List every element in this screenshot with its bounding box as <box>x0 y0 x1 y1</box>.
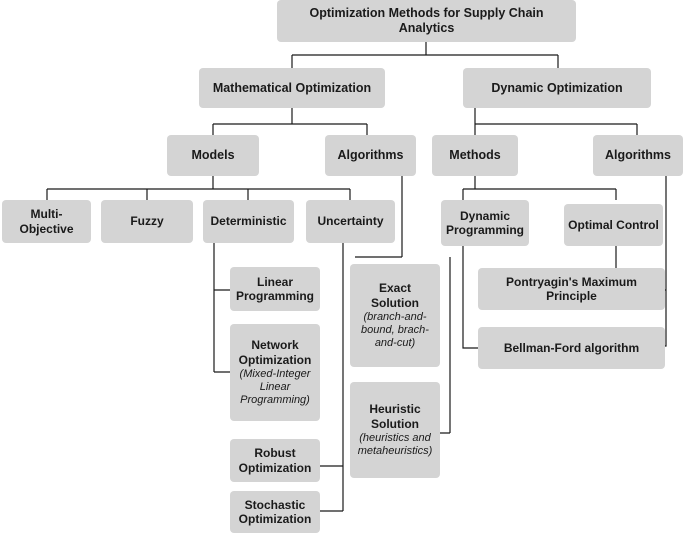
node-methods: Methods <box>432 135 518 176</box>
node-pontryagin-label: Pontryagin's Maximum Principle <box>506 274 637 303</box>
node-network-optimization-label: Network Optimization <box>238 338 312 367</box>
node-methods-label: Methods <box>449 148 501 163</box>
node-dynamic-optimization: Dynamic Optimization <box>463 68 651 108</box>
node-fuzzy: Fuzzy <box>101 200 193 243</box>
node-robust-optimization-label: Robust Optimization <box>238 446 312 475</box>
node-robust-optimization: Robust Optimization <box>230 439 320 482</box>
edge-dyn-algorithms-children <box>657 176 667 347</box>
node-bellman-ford-label: Bellman-Ford algorithm <box>503 340 640 355</box>
node-multi-objective: Multi-Objective <box>2 200 91 243</box>
node-root-label: Optimization Methods for Supply Chain An… <box>309 6 544 35</box>
node-bellman-ford: Bellman-Ford algorithm <box>478 327 665 369</box>
node-optimal-control: Optimal Control <box>564 204 663 246</box>
node-heuristic-solution-sub: (heuristics and metaheuristics) <box>357 431 433 457</box>
edge-dp-bellman <box>462 246 478 349</box>
node-network-optimization: Network Optimization (Mixed-Integer Line… <box>230 324 320 421</box>
node-linear-programming: Linear Programming <box>230 267 320 311</box>
node-dynamic-programming-label: Dynamic Programming <box>445 208 524 237</box>
node-uncertainty: Uncertainty <box>306 200 395 243</box>
node-exact-solution-sub: (branch-and-bound, brach-and-cut) <box>361 310 429 349</box>
edge-math-children <box>212 108 368 135</box>
node-stochastic-optimization: Stochastic Optimization <box>230 491 320 533</box>
node-stochastic-optimization-label: Stochastic Optimization <box>238 497 312 526</box>
node-dynamic-label: Dynamic Optimization <box>491 80 623 95</box>
edge-algorithms-solutions <box>355 176 451 434</box>
node-math-algorithms-label: Algorithms <box>337 148 404 163</box>
node-linear-programming-label: Linear Programming <box>235 274 314 303</box>
edge-root-branches <box>291 42 559 68</box>
node-heuristic-solution: Heuristic Solution (heuristics and metah… <box>350 382 440 478</box>
node-dyn-algorithms-label: Algorithms <box>605 148 671 163</box>
node-models-label: Models <box>191 148 235 163</box>
node-dyn-algorithms: Algorithms <box>593 135 683 176</box>
node-pontryagin: Pontryagin's Maximum Principle <box>478 268 665 310</box>
node-root: Optimization Methods for Supply Chain An… <box>277 0 576 42</box>
node-deterministic: Deterministic <box>203 200 294 243</box>
edge-dynamic-children <box>474 108 638 135</box>
node-dynamic-programming: Dynamic Programming <box>441 200 529 246</box>
node-fuzzy-label: Fuzzy <box>130 214 164 229</box>
node-mathematical-label: Mathematical Optimization <box>212 80 372 95</box>
node-math-algorithms: Algorithms <box>325 135 416 176</box>
node-heuristic-solution-label: Heuristic Solution <box>369 402 421 431</box>
node-models: Models <box>167 135 259 176</box>
node-multi-objective-label: Multi-Objective <box>19 207 74 236</box>
node-deterministic-label: Deterministic <box>210 214 287 229</box>
edge-deterministic-children <box>213 243 230 373</box>
node-uncertainty-label: Uncertainty <box>317 214 384 229</box>
node-exact-solution-label: Exact Solution <box>371 281 419 310</box>
edge-uncertainty-children <box>320 243 344 512</box>
edge-models-children <box>46 176 351 200</box>
node-mathematical-optimization: Mathematical Optimization <box>199 68 385 108</box>
node-exact-solution: Exact Solution (branch-and-bound, brach-… <box>350 264 440 367</box>
node-network-optimization-sub: (Mixed-Integer Linear Programming) <box>239 367 311 406</box>
edge-methods-children <box>462 176 617 200</box>
node-optimal-control-label: Optimal Control <box>568 217 659 232</box>
